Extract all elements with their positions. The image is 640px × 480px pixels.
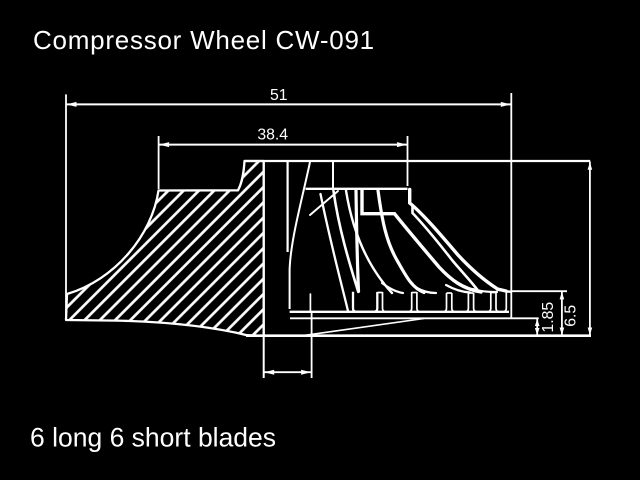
svg-text:51: 51: [270, 87, 288, 104]
svg-text:38.4: 38.4: [257, 126, 288, 143]
svg-text:Compressor Wheel CW-091: Compressor Wheel CW-091: [33, 25, 375, 55]
svg-text:6 long 6 short blades: 6 long 6 short blades: [30, 423, 276, 453]
svg-text:1.85: 1.85: [540, 302, 557, 333]
svg-text:6.5: 6.5: [563, 305, 580, 327]
